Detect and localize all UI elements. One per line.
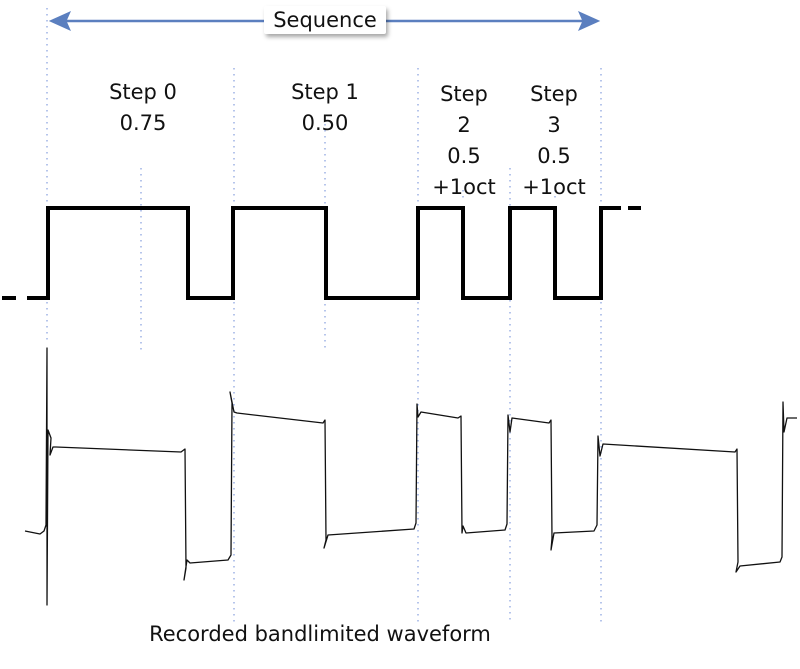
sequence-label-box	[264, 6, 386, 34]
waveform-caption: Recorded bandlimited waveform	[149, 622, 491, 646]
square-wave	[2, 206, 641, 300]
step-3-name: Step	[530, 82, 578, 106]
recorded-waveform-trace	[24, 347, 797, 606]
square-wave-line	[44, 206, 607, 300]
step-3-label: Step 3 0.5 +1oct	[508, 79, 600, 203]
step-3-octave: +1oct	[522, 175, 586, 199]
step-3-index: 3	[547, 113, 561, 137]
step-0-name: Step 0	[109, 80, 177, 104]
step-2-value: 0.5	[447, 144, 481, 168]
step-2-label: Step 2 0.5 +1oct	[418, 79, 510, 203]
step-2-index: 2	[457, 113, 471, 137]
step-2-name: Step	[440, 82, 488, 106]
step-1-label: Step 1 0.50	[273, 77, 377, 139]
step-3-value: 0.5	[537, 144, 571, 168]
arrow-left-head	[48, 11, 71, 31]
step-0-value: 0.75	[119, 111, 167, 135]
recorded-waveform	[24, 347, 797, 606]
arrow-right-head	[578, 11, 601, 31]
step-1-value: 0.50	[301, 111, 349, 135]
step-1-name: Step 1	[291, 80, 359, 104]
step-0-label: Step 0 0.75	[91, 77, 195, 139]
sequence-label: Sequence	[273, 8, 377, 32]
step-2-octave: +1oct	[432, 175, 496, 199]
